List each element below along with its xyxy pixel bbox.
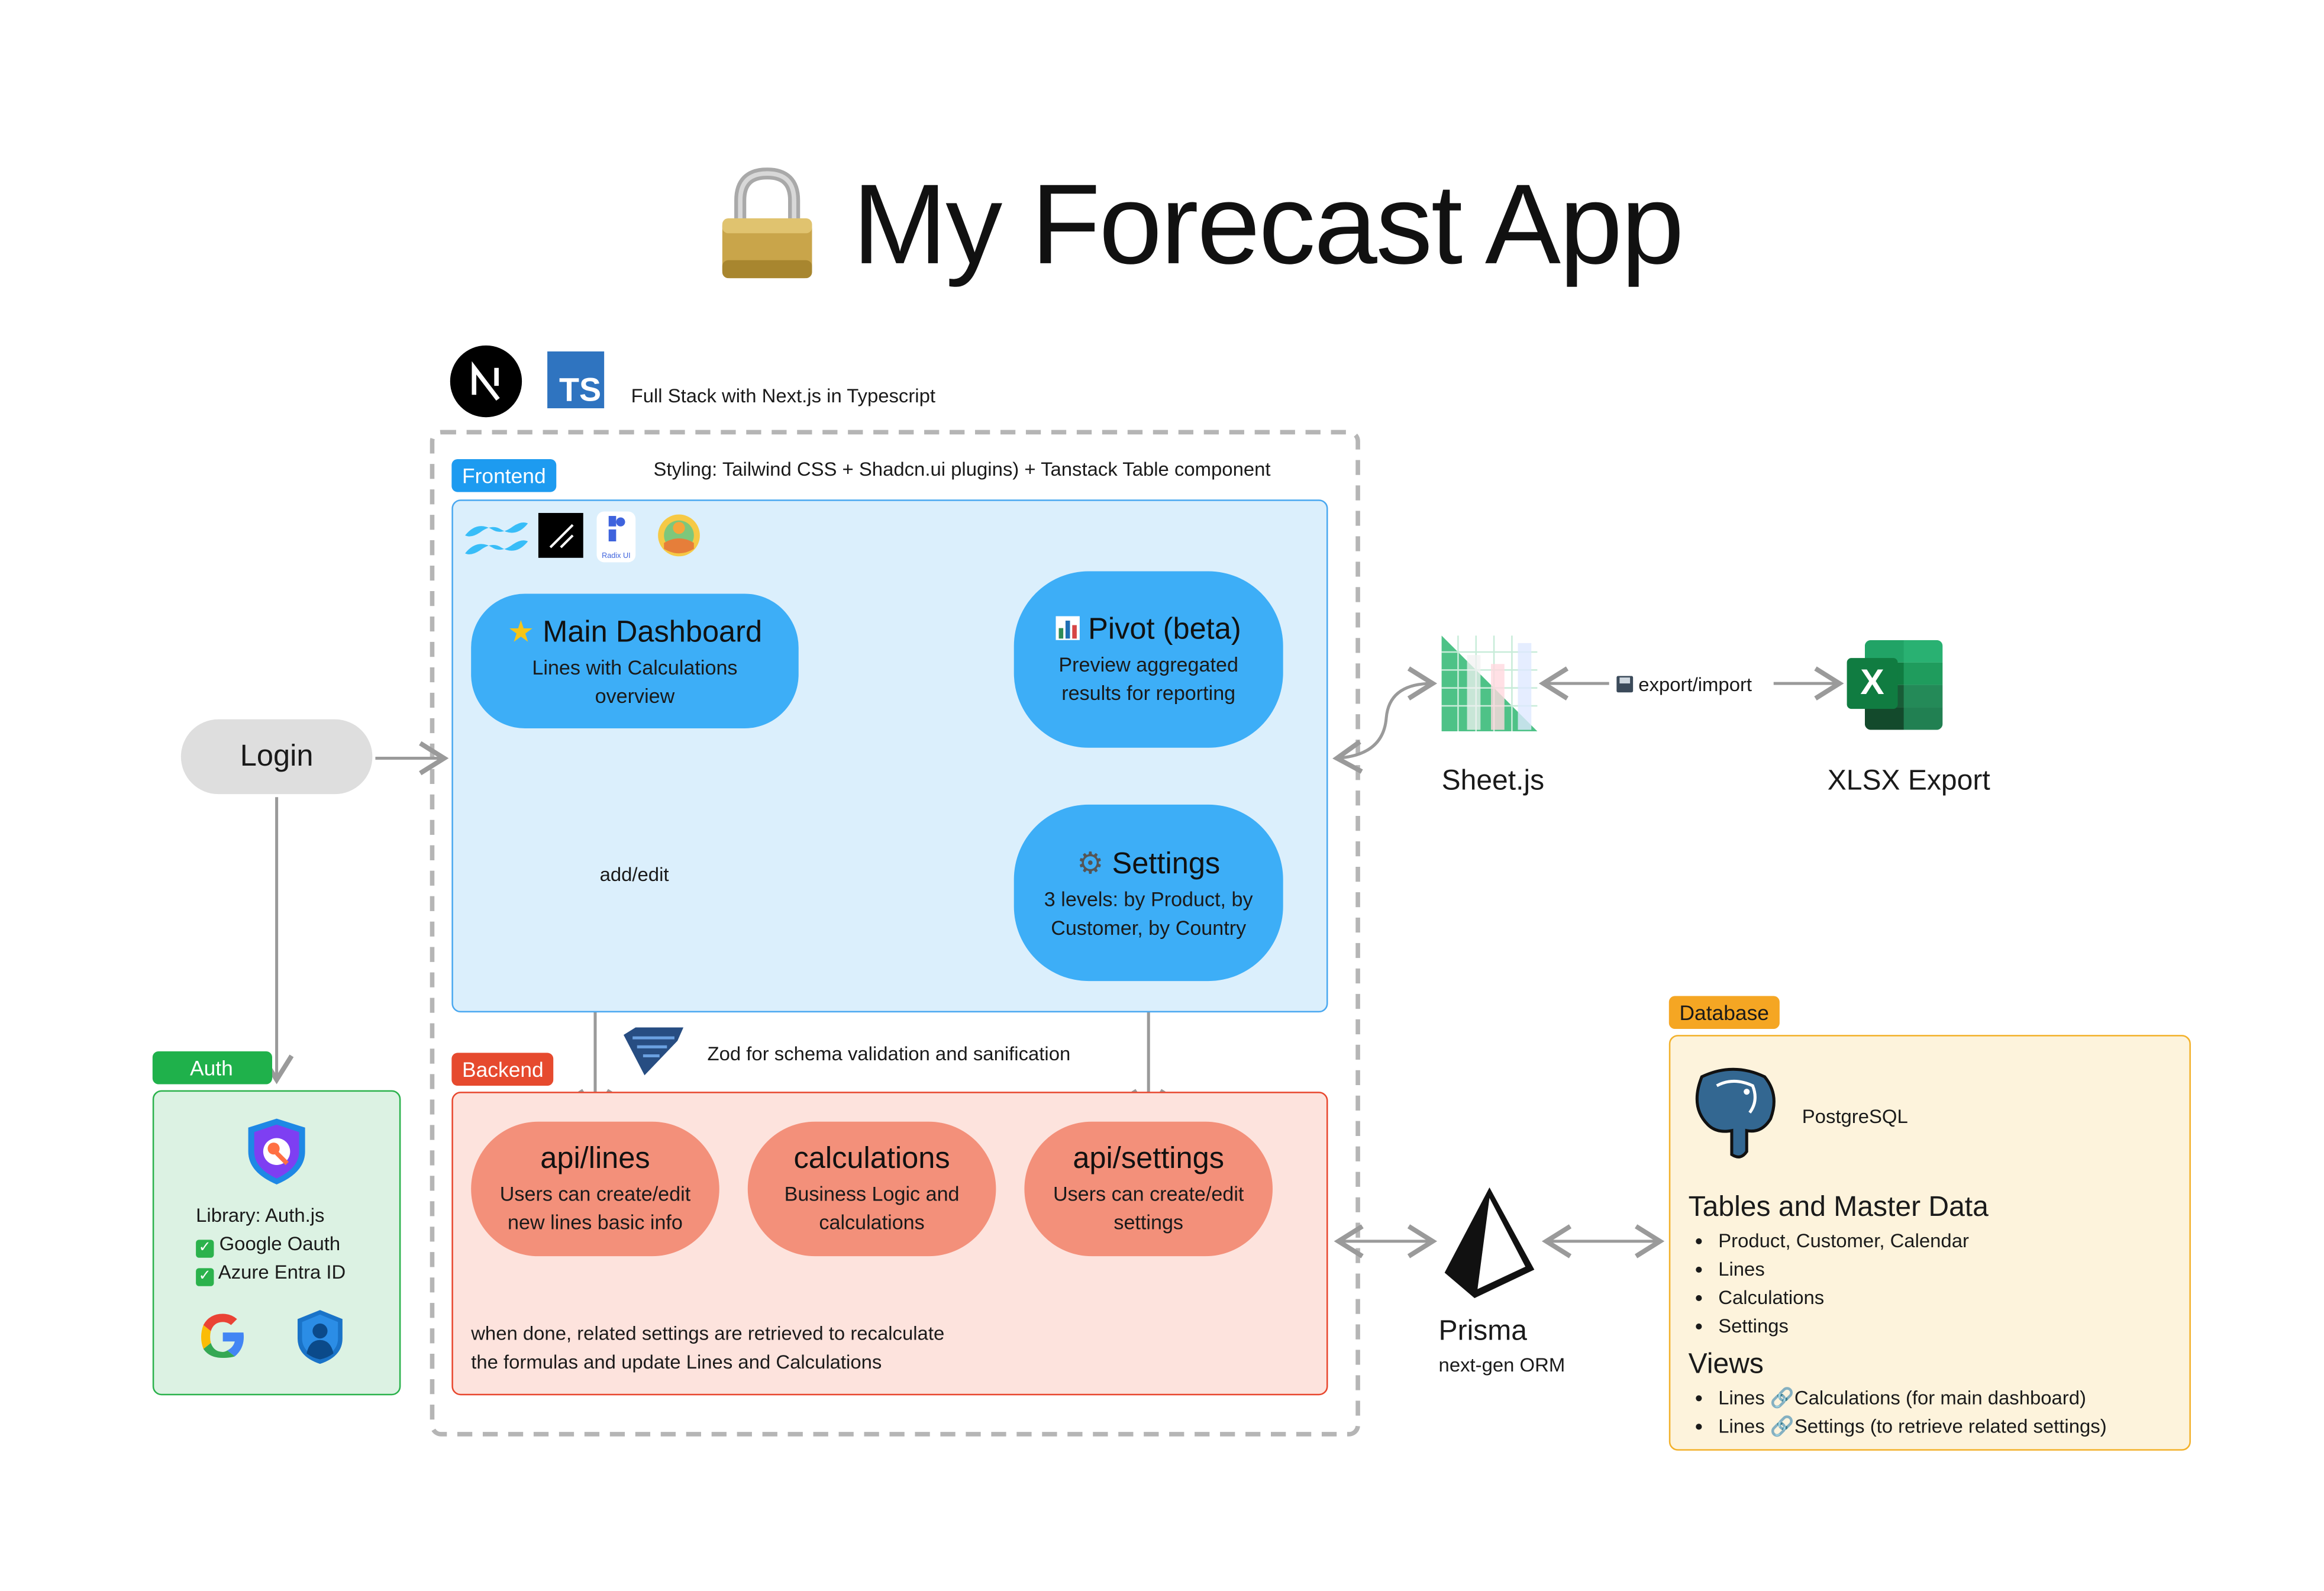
login-button[interactable]: Login [180,719,373,795]
main-dashboard-title: Main Dashboard [543,615,763,648]
main-dashboard-subtitle-2: overview [595,684,675,707]
postgresql-elephant-icon [1695,1067,1776,1158]
styling-caption: Styling: Tailwind CSS + Shadcn.ui plugin… [653,457,1271,480]
auth-provider-google: ✓ Google Oauth [196,1232,340,1258]
auth-provider-azure: ✓ Azure Entra ID [196,1261,346,1286]
pivot-node[interactable]: Pivot (beta) Preview aggregated results … [1013,571,1283,748]
auth-library: Library: Auth.js [196,1203,325,1227]
api-lines-subtitle-2: new lines basic info [508,1211,683,1234]
api-settings-title: api/settings [1073,1141,1225,1175]
backend-note-2: the formulas and update Lines and Calcul… [471,1350,882,1373]
prisma-sublabel: next-gen ORM [1438,1353,1566,1376]
list-item: Lines 🔗Calculations (for main dashboard) [1718,1383,2106,1412]
pivot-subtitle-2: results for reporting [1061,681,1236,704]
api-settings-subtitle-2: settings [1113,1211,1184,1234]
shield-key-icon [248,1118,305,1185]
gear-icon: ⚙ [1077,847,1104,880]
settings-subtitle-2: Customer, by Country [1051,916,1247,939]
nextjs-logo-icon [450,345,522,418]
tables-list: Product, Customer, Calendar Lines Calcul… [1692,1227,1969,1340]
check-icon: ✓ [196,1268,214,1286]
prisma-label: Prisma [1438,1316,1527,1348]
calculations-subtitle-2: calculations [819,1211,925,1234]
settings-title: Settings [1112,847,1221,880]
list-item: Calculations [1718,1283,1969,1312]
add-edit-label: add/edit [596,863,672,886]
login-label: Login [240,739,314,773]
tailwind-icon [465,522,528,554]
database-tag: Database [1668,996,1780,1029]
settings-node[interactable]: ⚙ Settings 3 levels: by Product, by Cust… [1013,804,1283,982]
pivot-subtitle-1: Preview aggregated [1058,653,1238,676]
calculations-node[interactable]: calculations Business Logic and calculat… [747,1121,996,1257]
bar-chart-icon [1056,615,1080,640]
pivot-title: Pivot (beta) [1088,612,1241,646]
main-dashboard-subtitle-1: Lines with Calculations [532,656,738,679]
link-icon: 🔗 [1770,1415,1794,1438]
api-lines-title: api/lines [540,1141,650,1175]
excel-icon: X [1847,640,1943,730]
list-item: Product, Customer, Calendar [1718,1227,1969,1255]
list-item: Lines 🔗Settings (to retrieve related set… [1718,1412,2106,1440]
google-icon [201,1314,244,1358]
zod-caption: Zod for schema validation and sanificati… [707,1042,1071,1065]
database-engine: PostgreSQL [1802,1105,1908,1128]
export-import-label: export/import [1616,673,1752,695]
stack-caption: Full Stack with Next.js in Typescript [631,384,936,407]
api-lines-subtitle-1: Users can create/edit [499,1182,691,1205]
page-title: My Forecast App [718,150,1684,299]
list-item: Lines [1718,1255,1969,1283]
check-icon: ✓ [196,1240,214,1258]
sheetjs-label: Sheet.js [1441,766,1545,798]
list-item: Settings [1718,1312,1969,1340]
floppy-disk-icon [1616,676,1634,693]
typescript-logo-icon: TS [547,351,605,409]
frontend-tag: Frontend [451,459,557,492]
views-list: Lines 🔗Calculations (for main dashboard)… [1692,1383,2106,1440]
backend-note-1: when done, related settings are retrieve… [471,1322,945,1345]
link-icon: 🔗 [1770,1386,1794,1409]
xlsx-label: XLSX Export [1827,766,1990,798]
tables-heading: Tables and Master Data [1688,1192,1989,1224]
main-dashboard-node[interactable]: ★ Main Dashboard Lines with Calculations… [471,593,799,728]
views-heading: Views [1688,1348,1764,1380]
zod-icon [624,1027,684,1076]
sheetjs-icon [1441,635,1538,731]
settings-subtitle-1: 3 levels: by Product, by [1044,888,1253,911]
backend-tag: Backend [451,1053,554,1086]
page-title-text: My Forecast App [852,160,1684,288]
api-settings-subtitle-1: Users can create/edit [1053,1182,1244,1205]
star-icon: ★ [507,615,535,648]
calculations-subtitle-1: Business Logic and [784,1182,960,1205]
auth-tag: Auth [152,1051,272,1085]
calculations-title: calculations [793,1141,950,1175]
frontend-sheetjs-arrow [1332,666,1438,774]
shadcn-icon [538,512,583,558]
tanstack-icon [658,514,700,557]
fullstack-container [430,430,1360,1437]
api-lines-node[interactable]: api/lines Users can create/edit new line… [471,1121,719,1257]
api-settings-node[interactable]: api/settings Users can create/edit setti… [1024,1121,1273,1257]
lock-icon [722,167,812,279]
radix-ui-icon: Radix UI [596,511,636,563]
microsoft-authenticator-icon [297,1310,343,1364]
prisma-icon [1444,1187,1535,1298]
